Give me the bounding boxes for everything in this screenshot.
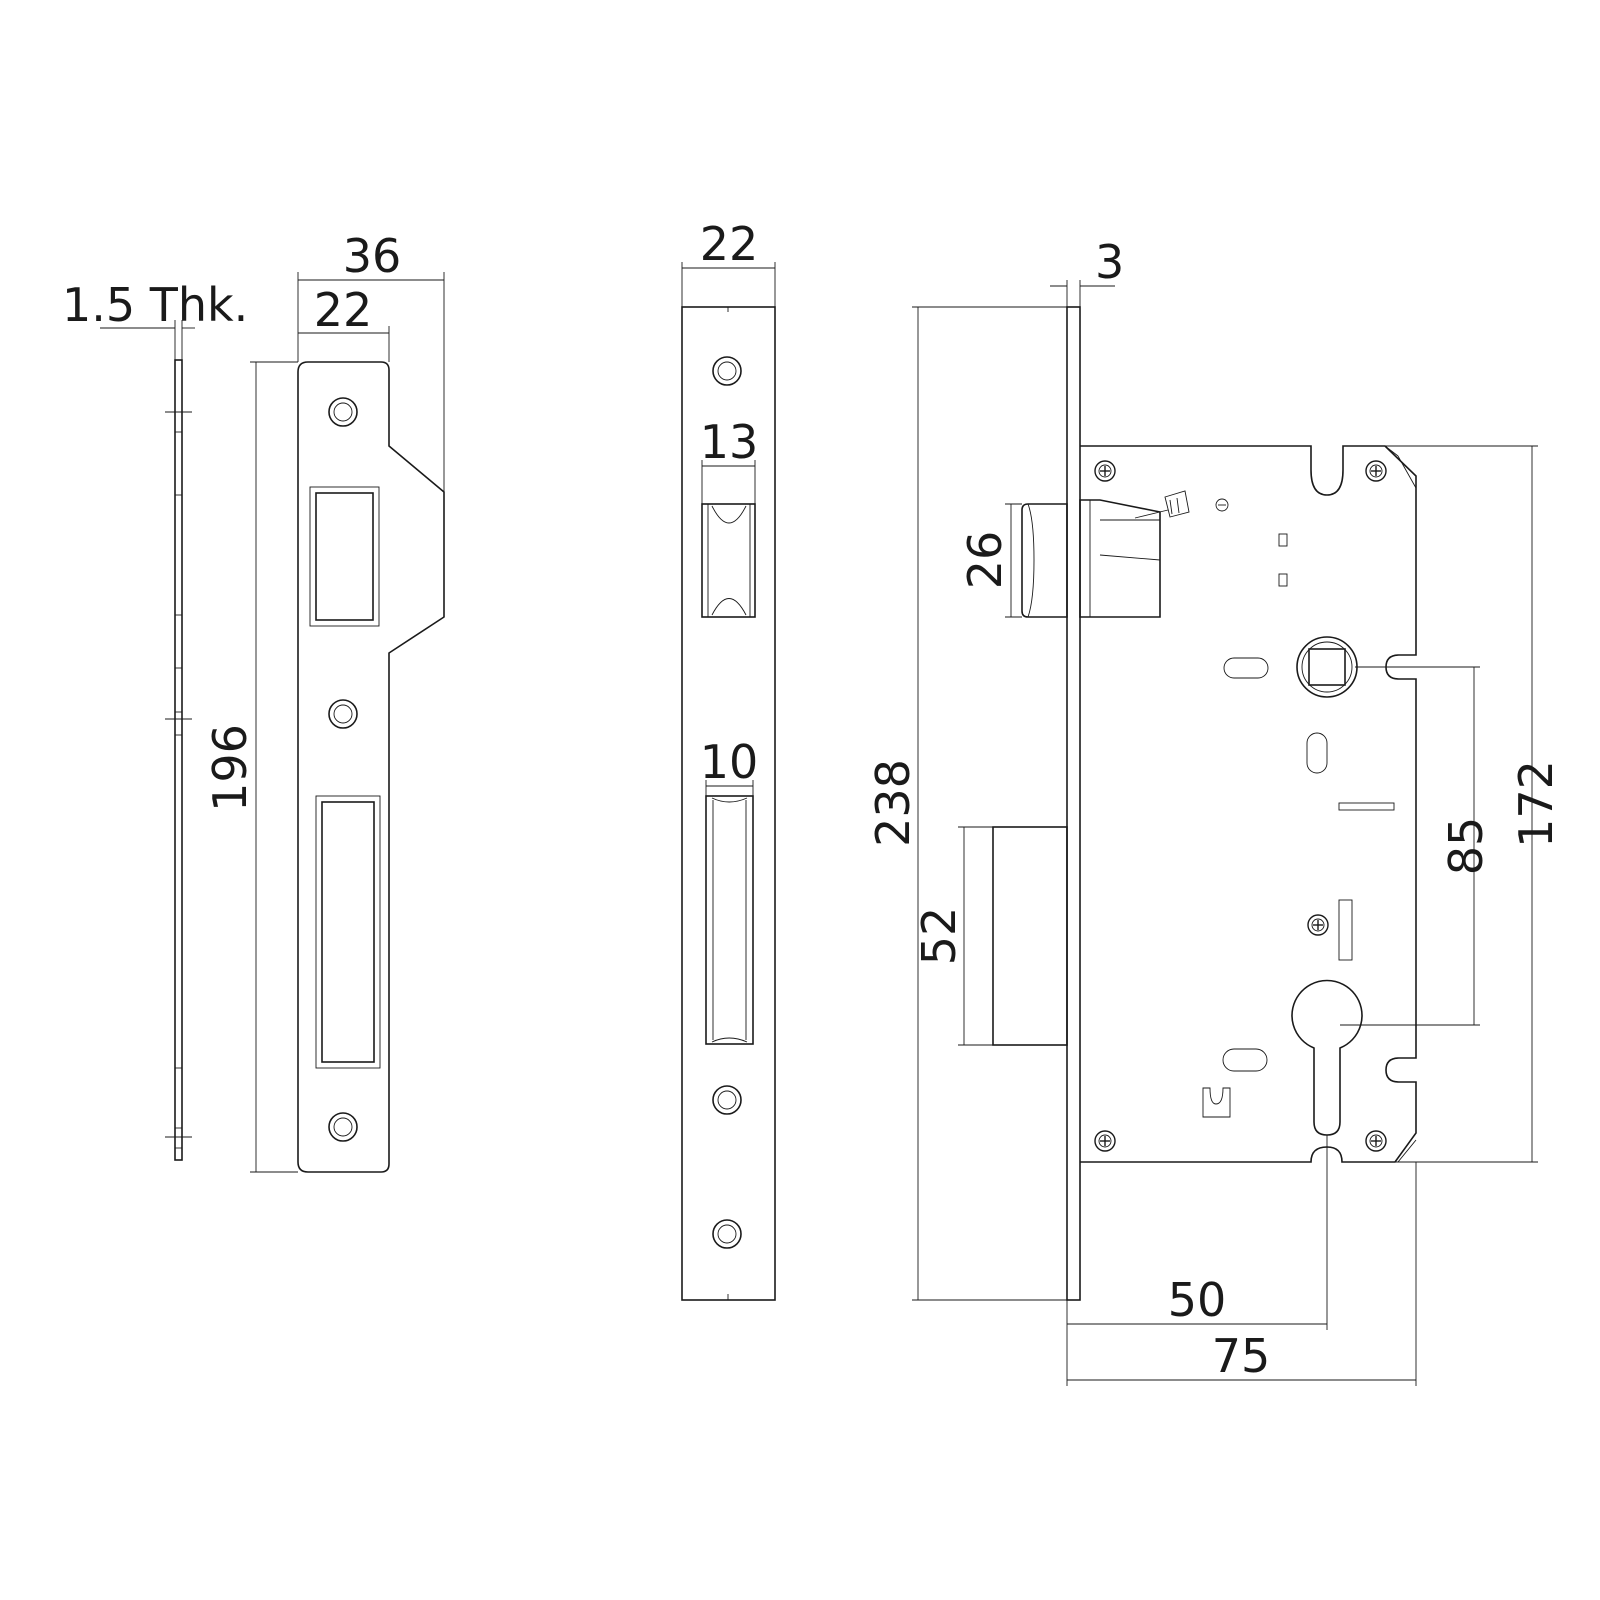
centre-distance-label: 85 <box>1439 817 1493 876</box>
strike-thickness-label: 1.5 Thk. <box>62 278 248 332</box>
backset-label: 50 <box>1168 1273 1227 1327</box>
faceplate-height-label: 238 <box>866 759 920 847</box>
bolt-width-label: 10 <box>700 735 759 789</box>
latch-height-label: 26 <box>958 531 1012 590</box>
faceplate-thickness-label: 3 <box>1095 235 1124 289</box>
bolt-height-label: 52 <box>912 907 966 966</box>
case-depth-label: 75 <box>1212 1329 1271 1383</box>
case-height-label: 172 <box>1509 760 1563 848</box>
faceplate-width-label: 22 <box>700 217 759 271</box>
strike-overall-width-label: 36 <box>343 229 402 283</box>
strike-plate-front-view <box>250 272 445 1173</box>
strike-face-width-label: 22 <box>314 283 373 337</box>
latch-width-label: 13 <box>700 415 759 469</box>
lock-body-side-view <box>912 280 1538 1386</box>
lock-faceplate-front-view <box>681 262 776 1301</box>
strike-height-label: 196 <box>203 724 257 812</box>
strike-plate-side-view <box>100 320 195 1161</box>
